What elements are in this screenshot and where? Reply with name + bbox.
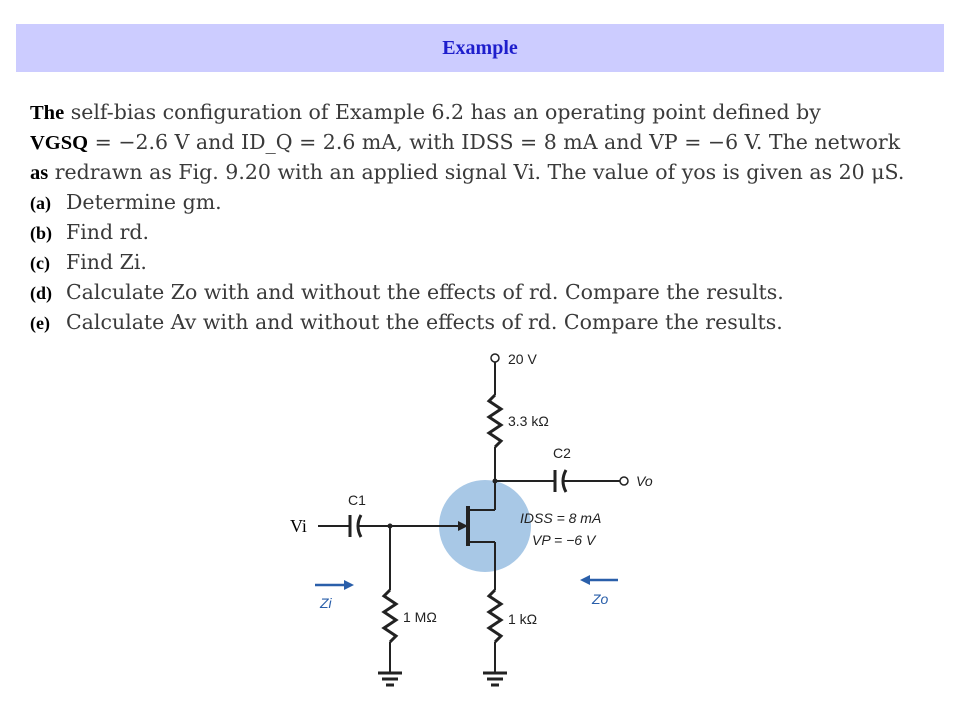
part-text: Find rd. (66, 220, 150, 244)
rg-label: 1 MΩ (403, 609, 437, 625)
ground-icon (483, 671, 507, 687)
line-text: self-bias configuration of Example 6.2 h… (64, 100, 821, 124)
jfet-gate-arrow (458, 521, 468, 531)
problem-line-3: as redrawn as Fig. 9.20 with an applied … (30, 160, 904, 185)
part-label: (e) (30, 313, 50, 333)
supply-terminal (490, 353, 500, 363)
part-e: (e) Calculate Av with and without the eff… (30, 310, 783, 334)
part-label: (a) (30, 193, 51, 213)
c2-label: C2 (553, 445, 571, 461)
line-lead: VGSQ (30, 132, 89, 154)
part-text: Calculate Av with and without the effect… (66, 310, 783, 334)
problem-line-1: The self-bias configuration of Example 6… (30, 100, 821, 125)
part-text: Find Zi. (66, 250, 147, 274)
problem-line-2: VGSQ = −2.6 V and ID_Q = 2.6 mA, with ID… (30, 130, 900, 155)
part-d: (d) Calculate Zo with and without the eff… (30, 280, 784, 304)
part-text: Calculate Zo with and without the effect… (66, 280, 784, 304)
rs-resistor (486, 588, 504, 644)
part-text: Determine gm. (66, 190, 222, 214)
part-b: (b) Find rd. (30, 220, 149, 244)
circuit-diagram: 20 V 3.3 kΩ C2 Vo IDSS = 8 mA VP = −6 V … (290, 351, 653, 687)
line-lead: as (30, 162, 49, 184)
part-label: (d) (30, 283, 52, 303)
part-a: (a) Determine gm. (30, 190, 222, 214)
jfet-highlight (439, 480, 531, 572)
zi-label: Zi (319, 595, 333, 611)
output-label: Vo (636, 473, 653, 489)
supply-label: 20 V (508, 351, 537, 367)
ground-icon (378, 671, 402, 687)
part-c: (c) Find Zi. (30, 250, 147, 274)
output-terminal (619, 476, 629, 486)
c1-label: C1 (348, 492, 366, 508)
rd-resistor (486, 393, 504, 449)
rd-label: 3.3 kΩ (508, 413, 549, 429)
vp-text: VP = −6 V (532, 532, 597, 548)
page-title: Example (442, 37, 518, 59)
line-lead: The (30, 102, 65, 124)
part-label: (b) (30, 223, 52, 243)
rg-resistor (381, 588, 399, 644)
line-text: = −2.6 V and ID_Q = 2.6 mA, with IDSS = … (88, 130, 901, 154)
idss-text: IDSS = 8 mA (520, 510, 601, 526)
part-label: (c) (30, 253, 50, 273)
header-banner: Example (16, 24, 944, 72)
zo-label: Zo (591, 591, 609, 607)
rs-label: 1 kΩ (508, 611, 537, 627)
input-label: Vi (290, 516, 307, 536)
line-text: redrawn as Fig. 9.20 with an applied sig… (48, 160, 905, 184)
